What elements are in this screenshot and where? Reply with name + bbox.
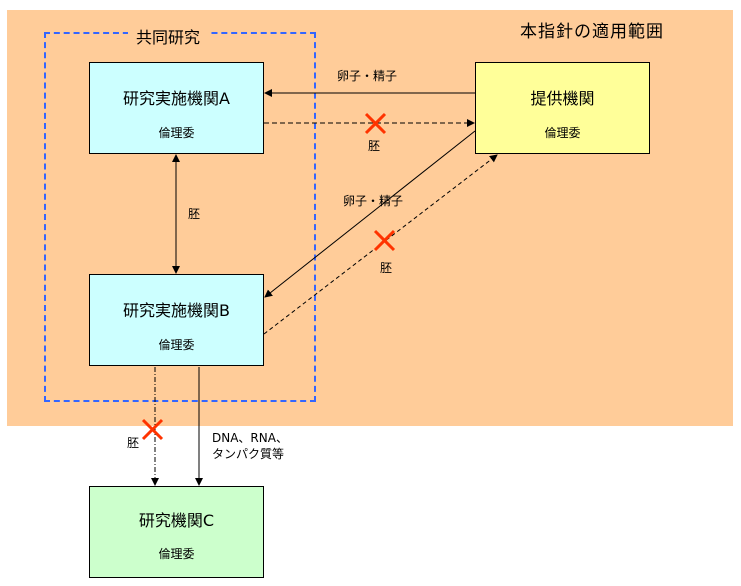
- label-provider-to-a: 卵子・精子: [337, 69, 398, 83]
- node-committee: 倫理委: [544, 126, 581, 140]
- node-name: 研究実施機関A: [123, 89, 230, 108]
- label-b-to-c-material: DNA、RNA、 タンパク質等: [212, 430, 288, 462]
- edge-provider-to-b: [264, 130, 476, 298]
- node-institution-a: 研究実施機関A 倫理委: [89, 62, 264, 154]
- label-b-to-c-embryo: 胚: [127, 436, 140, 450]
- node-committee: 倫理委: [158, 338, 195, 352]
- scope-title: 本指針の適用範囲: [520, 22, 664, 42]
- label-a-b: 胚: [188, 207, 201, 221]
- node-name: 研究機関C: [138, 511, 215, 530]
- node-institution-b: 研究実施機関B 倫理委: [89, 274, 264, 366]
- node-provider: 提供機関 倫理委: [475, 62, 650, 154]
- node-institution-c: 研究機関C 倫理委: [89, 486, 264, 578]
- label-material-line2: タンパク質等: [212, 447, 285, 461]
- collaboration-title: 共同研究: [128, 24, 209, 48]
- node-committee: 倫理委: [158, 126, 195, 140]
- label-b-to-provider: 胚: [380, 261, 393, 275]
- label-a-to-provider: 胚: [368, 139, 381, 153]
- prohibited-mark-a-provider: [364, 112, 387, 135]
- prohibited-mark-b-provider: [373, 229, 396, 252]
- label-material-line1: DNA、RNA、: [212, 431, 288, 445]
- prohibited-mark-b-c: [141, 418, 164, 441]
- label-provider-to-b: 卵子・精子: [343, 194, 404, 208]
- node-name: 研究実施機関B: [123, 301, 230, 320]
- node-name: 提供機関: [530, 89, 595, 108]
- node-committee: 倫理委: [158, 547, 195, 561]
